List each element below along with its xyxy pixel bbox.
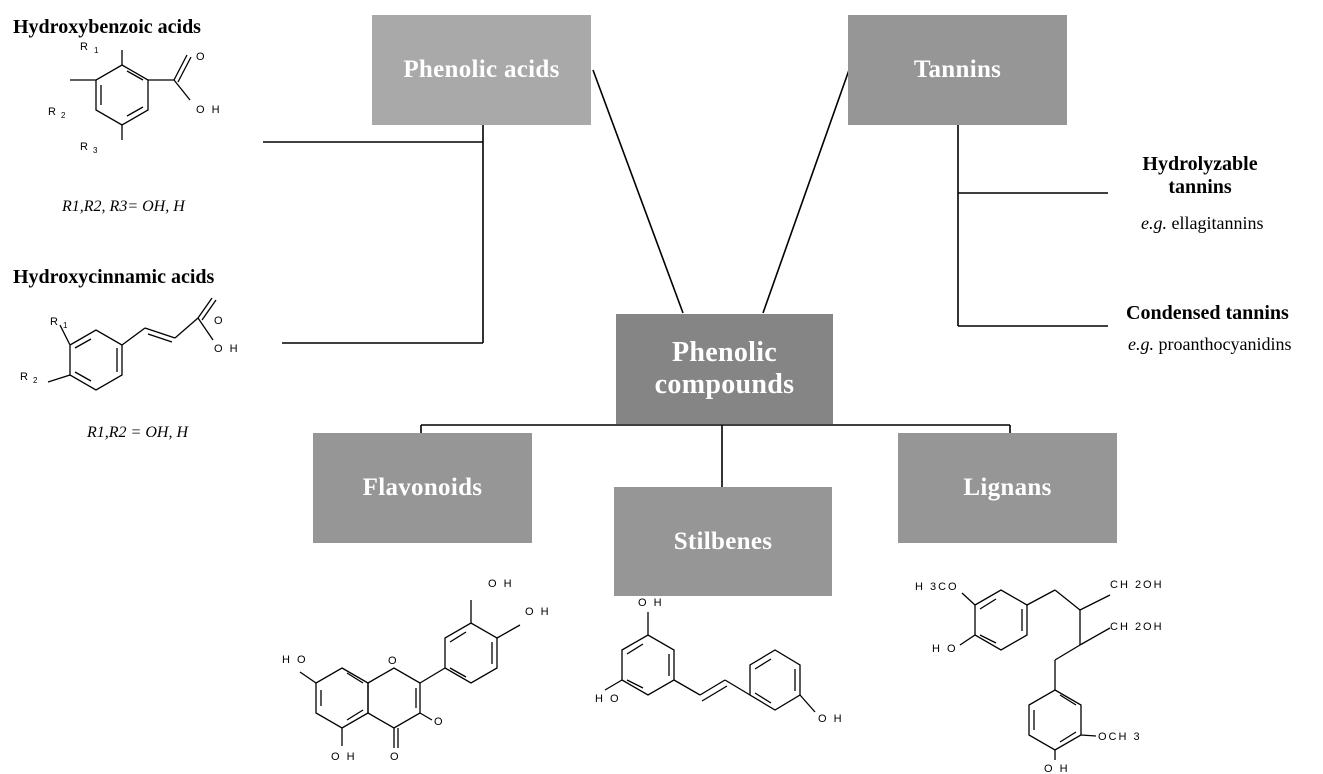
condensed-example: e.g. proanthocyanidins (1128, 334, 1291, 355)
flavonoid-structure (299, 600, 521, 748)
lg-ch2oh-bottom-label: CH 2OH (1110, 621, 1164, 633)
fl-ring-o-label: O (388, 655, 399, 667)
hb-r1-label: R (80, 41, 90, 53)
hydrolyzable-example: e.g. ellagitannins (1141, 213, 1263, 234)
hydrolyzable-eg: e.g. (1141, 213, 1167, 233)
condensed-example-name: proanthocyanidins (1158, 334, 1292, 354)
condensed-eg: e.g. (1128, 334, 1154, 354)
flavonoids-box: Flavonoids (313, 433, 532, 543)
st-ho-label: H O (595, 693, 621, 705)
fl-oh-right-label: O H (525, 606, 551, 618)
lg-h3co-label: H 3CO (915, 581, 959, 593)
fl-ho-label: H O (282, 654, 308, 666)
tannins-to-center (762, 69, 850, 314)
stilbenes-label: Stilbenes (673, 527, 773, 555)
tannins-box: Tannins (848, 15, 1067, 125)
hc-r2-label: R (20, 371, 30, 383)
hb-r3-label: R (80, 141, 90, 153)
lignans-box: Lignans (898, 433, 1117, 543)
lg-och3-label: OCH 3 (1098, 731, 1142, 743)
hb-r3-sub: 3 (93, 146, 99, 155)
hydroxybenzoic-acids-title: Hydroxybenzoic acids (13, 16, 201, 38)
fl-oh-bottom-label: O H (331, 751, 357, 763)
hc-oh-label: O H (214, 343, 240, 355)
fl-keto-o-label: O (390, 751, 401, 763)
hydroxycinnamic-formula: R1,R2 = OH, H (87, 424, 189, 441)
hb-oh-label: O H (196, 104, 222, 116)
stilbenes-box: Stilbenes (614, 487, 832, 596)
hb-r2-sub: 2 (61, 111, 67, 120)
phenolic-acids-label: Phenolic acids (403, 56, 560, 83)
hydroxybenzoic-formula: R1,R2, R3= OH, H (62, 198, 185, 215)
hb-o-label: O (196, 51, 207, 63)
lg-ho-label: H O (932, 643, 958, 655)
fl-3o-label: O (434, 716, 445, 728)
hb-r1-sub: 1 (94, 46, 100, 55)
hc-r1-sub: 1 (63, 321, 69, 330)
hc-r1-label: R (50, 316, 60, 328)
tannins-label: Tannins (913, 56, 1002, 83)
hydroxycinnamic-structure (47, 297, 217, 391)
hydroxycinnamic-acids-title: Hydroxycinnamic acids (13, 266, 215, 288)
hc-o-label: O (214, 315, 225, 327)
lignans-label: Lignans (963, 474, 1052, 501)
st-oh-right-label: O H (818, 713, 844, 725)
phenolic-compounds-box: Phenolic compounds (616, 314, 833, 424)
lg-ch2oh-top-label: CH 2OH (1110, 579, 1164, 591)
phenolic-acids-to-center (592, 69, 684, 314)
phenolic-compounds-label: Phenolic compounds (654, 336, 795, 400)
hydrolyzable-line1: Hydrolyzable (1142, 153, 1258, 175)
hc-r2-sub: 2 (33, 376, 39, 385)
hydrolyzable-tannins-title: Hydrolyzable tannins (1130, 153, 1270, 199)
flavonoids-label: Flavonoids (362, 474, 483, 501)
condensed-tannins-title: Condensed tannins (1126, 302, 1289, 324)
stilbene-structure (604, 612, 816, 713)
st-oh-top-label: O H (638, 597, 664, 609)
hydroxybenzoic-structure (70, 50, 192, 140)
hb-r2-label: R (48, 106, 58, 118)
hydrolyzable-line2: tannins (1168, 176, 1232, 198)
phenolic-acids-box: Phenolic acids (372, 15, 591, 125)
lignan-structure (959, 589, 1111, 760)
hydrolyzable-example-name: ellagitannins (1171, 213, 1264, 233)
lg-oh-label: O H (1044, 763, 1070, 774)
fl-oh-top-label: O H (488, 578, 514, 590)
